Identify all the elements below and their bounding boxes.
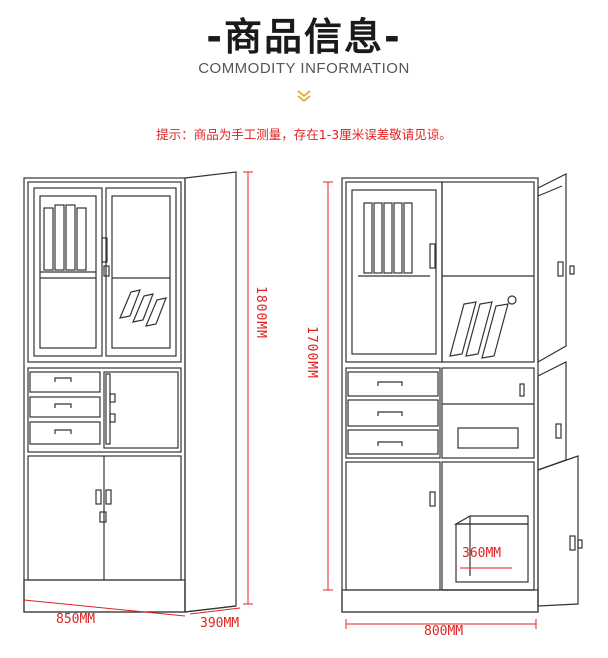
measurement-note: 提示：商品为手工测量，存在1-3厘米误差敬请见谅。 xyxy=(156,127,452,142)
left-cabinet-drawing xyxy=(23,171,237,613)
right-width-label: 800MM xyxy=(424,624,464,639)
chevron-down-icon xyxy=(297,90,311,103)
right-cabinet-drawing xyxy=(341,173,583,613)
left-width-label: 850MM xyxy=(56,612,96,627)
right-height-label: 1700MM xyxy=(304,326,319,379)
left-height-label: 1800MM xyxy=(253,286,268,339)
page-subtitle: COMMODITY INFORMATION xyxy=(198,60,410,77)
page-title: -商品信息- xyxy=(206,15,402,59)
right-inner-width-label: 360MM xyxy=(462,546,502,561)
left-depth-label: 390MM xyxy=(200,616,240,631)
